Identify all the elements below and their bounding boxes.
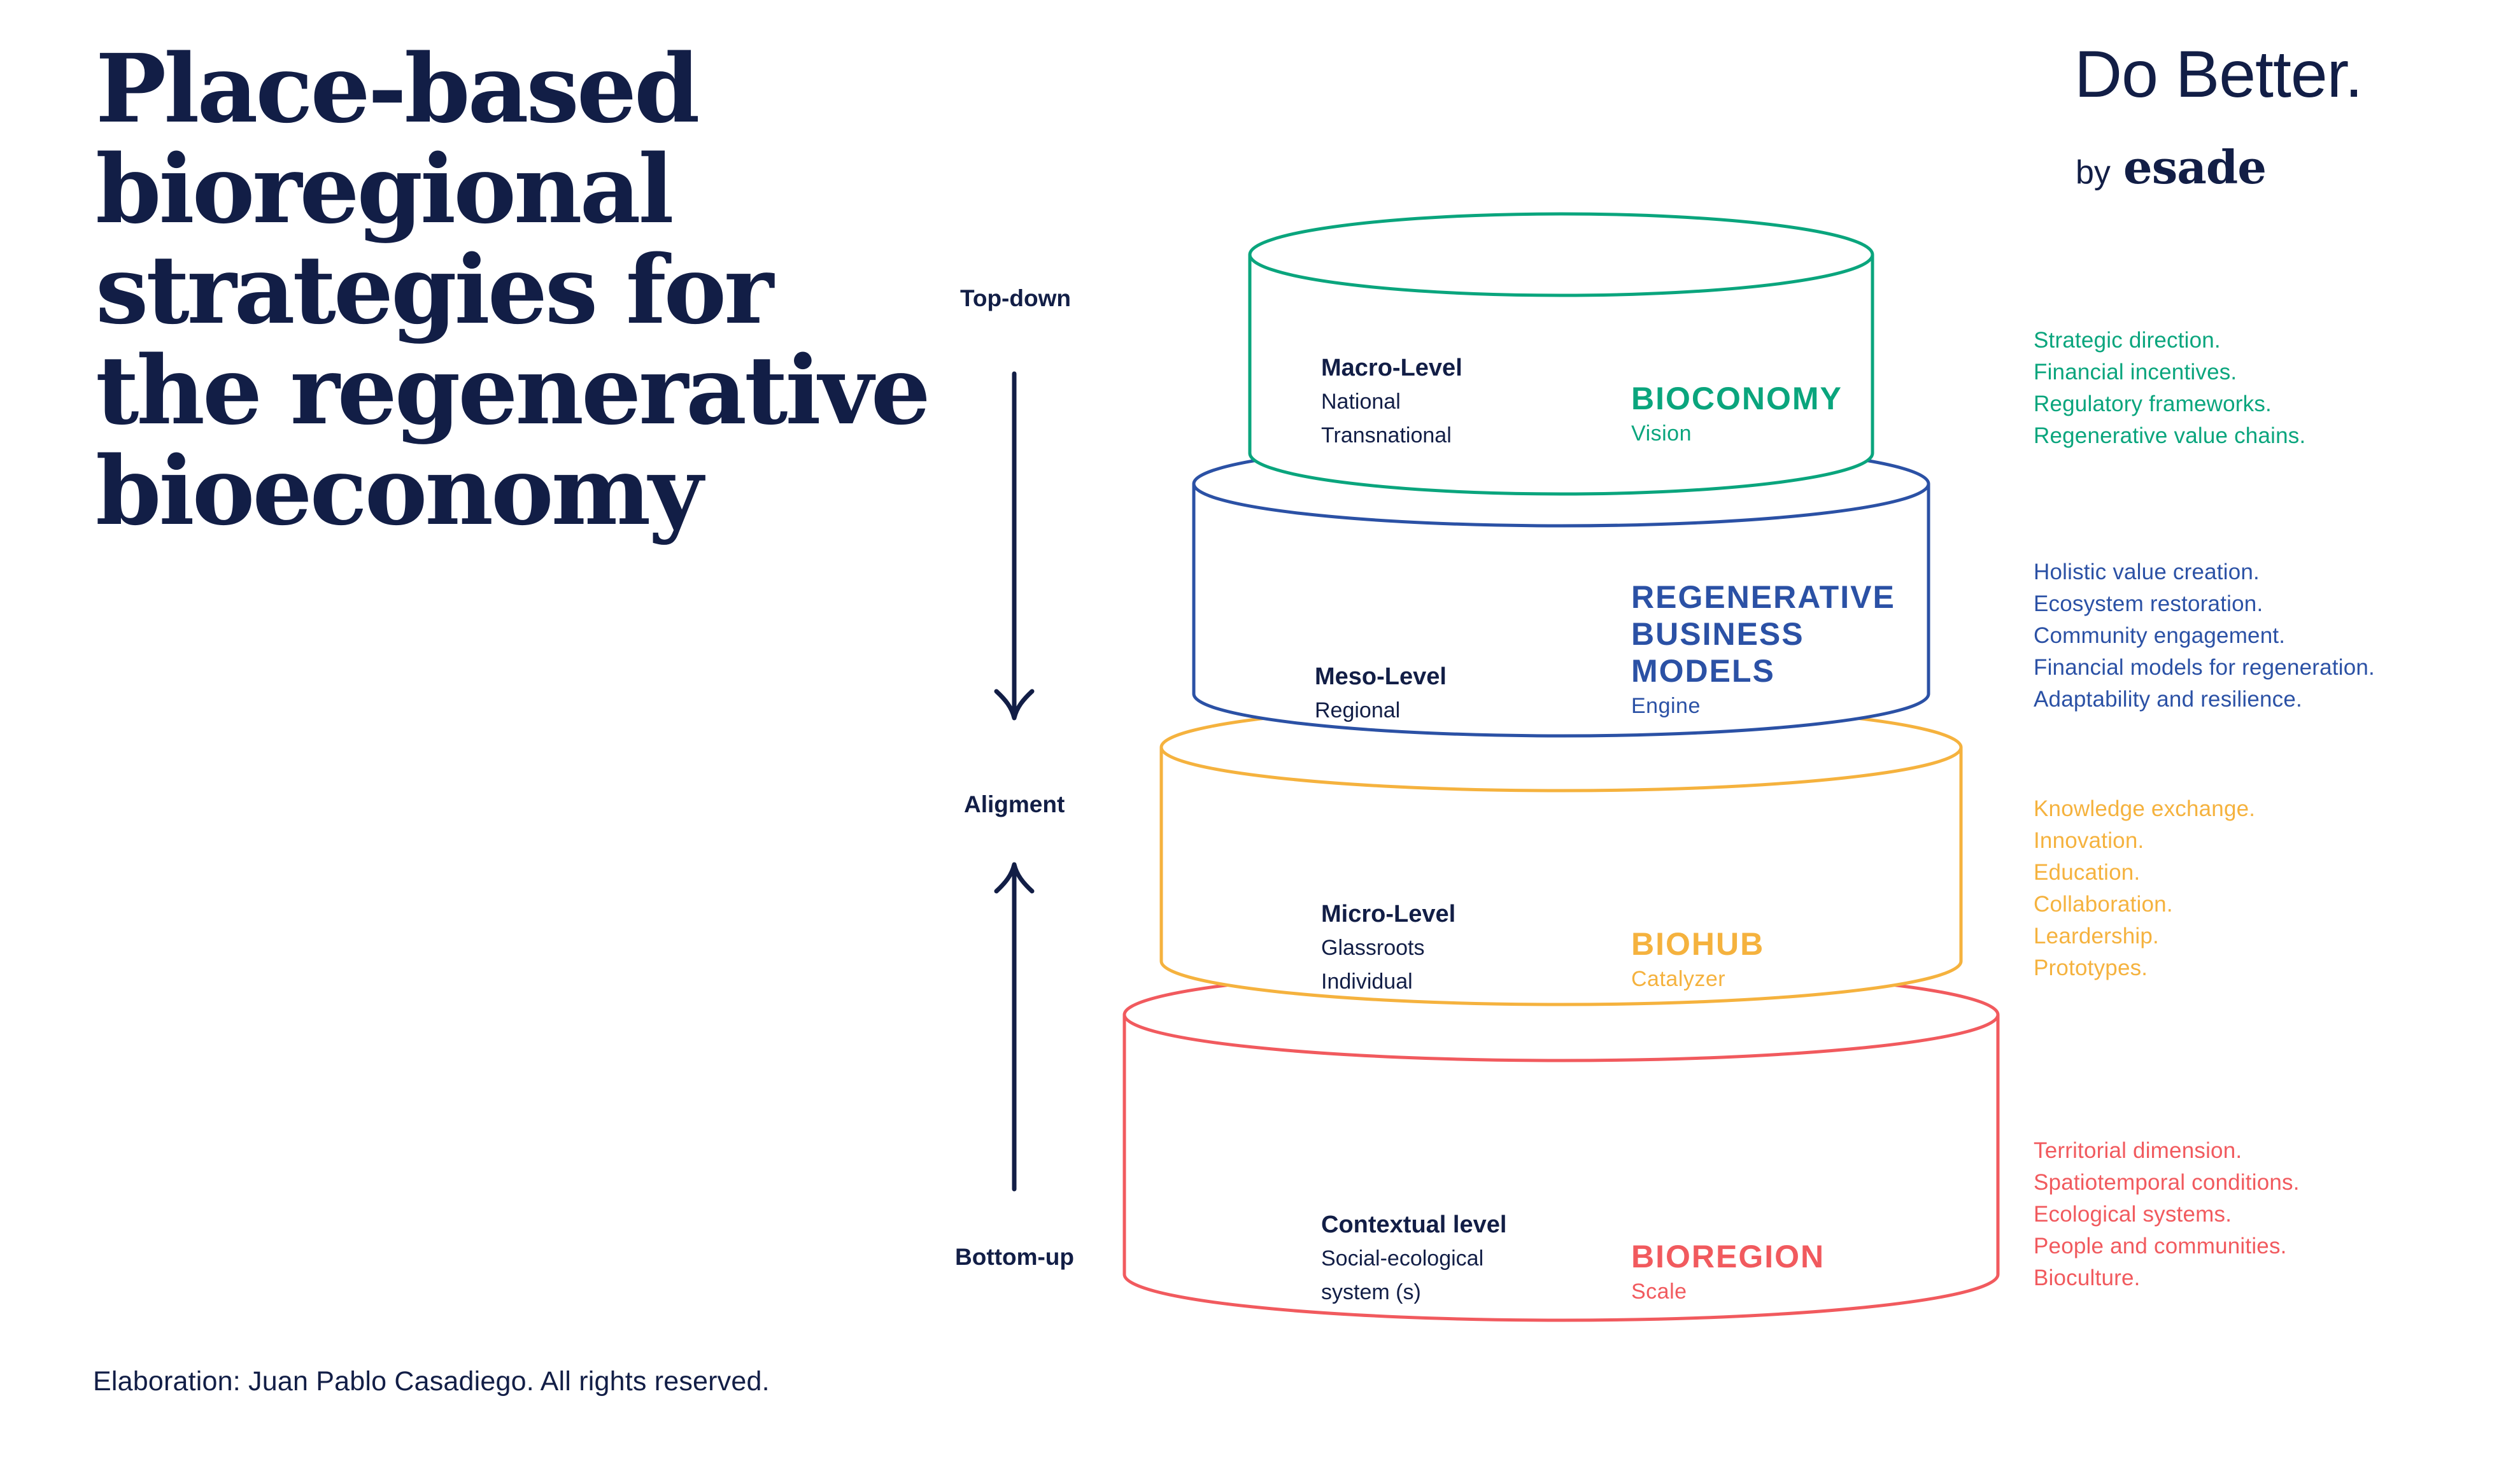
contextual-scope: Contextual level Social-ecological syste… bbox=[1321, 1208, 1506, 1309]
annotation-line: Holistic value creation. bbox=[2034, 560, 2260, 584]
macro-scope-line: Transnational bbox=[1321, 423, 1452, 448]
do-better-logo: Do Better. bbox=[2074, 38, 2363, 111]
page-title-line: strategies for bbox=[96, 234, 774, 345]
annotation-line: Regenerative value chains. bbox=[2034, 423, 2306, 448]
meso-annotations: Holistic value creation. Ecosystem resto… bbox=[2034, 556, 2375, 715]
annotation-line: Financial models for regeneration. bbox=[2034, 655, 2375, 680]
annotation-line: Knowledge exchange. bbox=[2034, 796, 2256, 821]
macro-annotations: Strategic direction. Financial incentive… bbox=[2034, 325, 2305, 452]
credit-text: Elaboration: Juan Pablo Casadiego. All r… bbox=[93, 1366, 770, 1397]
bottom-up-label: Bottom-up bbox=[955, 1244, 1074, 1270]
micro-scope-line: Individual bbox=[1321, 969, 1413, 994]
top-down-label: Top-down bbox=[960, 285, 1071, 311]
meso-level-label: Meso-Level bbox=[1315, 663, 1447, 690]
bottom-up-arrow-icon bbox=[994, 862, 1035, 1192]
annotation-line: People and communities. bbox=[2034, 1234, 2287, 1258]
meso-concept-name: MODELS bbox=[1631, 653, 1775, 689]
micro-annotations: Knowledge exchange. Innovation. Educatio… bbox=[2034, 793, 2255, 984]
macro-concept-role: Vision bbox=[1631, 421, 1692, 446]
meso-concept: REGENERATIVE BUSINESS MODELS Engine bbox=[1631, 579, 1895, 723]
annotation-line: Strategic direction. bbox=[2034, 328, 2221, 353]
annotation-line: Ecological systems. bbox=[2034, 1202, 2232, 1227]
page-title-line: Place-based bbox=[96, 33, 700, 144]
contextual-scope-line: Social-ecological bbox=[1321, 1246, 1484, 1271]
annotation-line: Prototypes. bbox=[2034, 955, 2148, 980]
macro-cylinder bbox=[1248, 212, 1874, 496]
meso-concept-role: Engine bbox=[1631, 694, 1701, 718]
micro-concept: BIOHUB Catalyzer bbox=[1631, 926, 1764, 996]
annotation-line: Financial incentives. bbox=[2034, 360, 2237, 384]
page-title-line: bioeconomy bbox=[96, 435, 703, 546]
meso-scope-line: Regional bbox=[1315, 698, 1401, 722]
page-title-line: bioregional bbox=[96, 134, 674, 244]
contextual-concept-role: Scale bbox=[1631, 1279, 1687, 1304]
macro-concept: BIOCONOMY Vision bbox=[1631, 380, 1843, 451]
micro-level-label: Micro-Level bbox=[1321, 901, 1456, 927]
contextual-level-label: Contextual level bbox=[1321, 1211, 1507, 1238]
annotation-line: Ecosystem restoration. bbox=[2034, 591, 2263, 616]
annotation-line: Territorial dimension. bbox=[2034, 1138, 2242, 1163]
macro-level-label: Macro-Level bbox=[1321, 355, 1462, 381]
meso-concept-name: REGENERATIVE bbox=[1631, 579, 1895, 615]
annotation-line: Bioculture. bbox=[2034, 1265, 2141, 1290]
esade-byline: by esade bbox=[2076, 140, 2267, 194]
contextual-concept: BIOREGION Scale bbox=[1631, 1238, 1825, 1309]
annotation-line: Collaboration. bbox=[2034, 892, 2173, 917]
annotation-line: Innovation. bbox=[2034, 828, 2144, 853]
annotation-line: Education. bbox=[2034, 860, 2141, 885]
macro-concept-name: BIOCONOMY bbox=[1631, 381, 1843, 416]
micro-scope: Micro-Level Glassroots Individual bbox=[1321, 898, 1455, 999]
byline-prefix: by bbox=[2076, 154, 2111, 191]
meso-concept-name: BUSINESS bbox=[1631, 616, 1804, 652]
page-title: Place-based bioregional strategies for t… bbox=[96, 38, 987, 541]
alignment-label: Aligment bbox=[964, 791, 1065, 817]
page-title-line: the regenerative bbox=[96, 335, 931, 446]
meso-scope: Meso-Level Regional bbox=[1315, 660, 1447, 728]
contextual-annotations: Territorial dimension. Spatiotemporal co… bbox=[2034, 1135, 2300, 1294]
micro-cylinder bbox=[1159, 702, 1963, 1006]
annotation-line: Adaptability and resilience. bbox=[2034, 687, 2302, 712]
annotation-line: Spatiotemporal conditions. bbox=[2034, 1170, 2300, 1195]
esade-logo: esade bbox=[2123, 140, 2267, 194]
macro-scope: Macro-Level National Transnational bbox=[1321, 351, 1462, 453]
annotation-line: Leardership. bbox=[2034, 924, 2159, 948]
contextual-concept-name: BIOREGION bbox=[1631, 1239, 1825, 1274]
micro-concept-name: BIOHUB bbox=[1631, 926, 1765, 962]
micro-scope-line: Glassroots bbox=[1321, 936, 1425, 960]
annotation-line: Community engagement. bbox=[2034, 623, 2286, 648]
micro-concept-role: Catalyzer bbox=[1631, 967, 1726, 991]
contextual-cylinder bbox=[1122, 967, 2000, 1322]
contextual-scope-line: system (s) bbox=[1321, 1280, 1421, 1304]
top-down-arrow-icon bbox=[994, 371, 1035, 721]
macro-scope-line: National bbox=[1321, 390, 1401, 414]
annotation-line: Regulatory frameworks. bbox=[2034, 391, 2272, 416]
